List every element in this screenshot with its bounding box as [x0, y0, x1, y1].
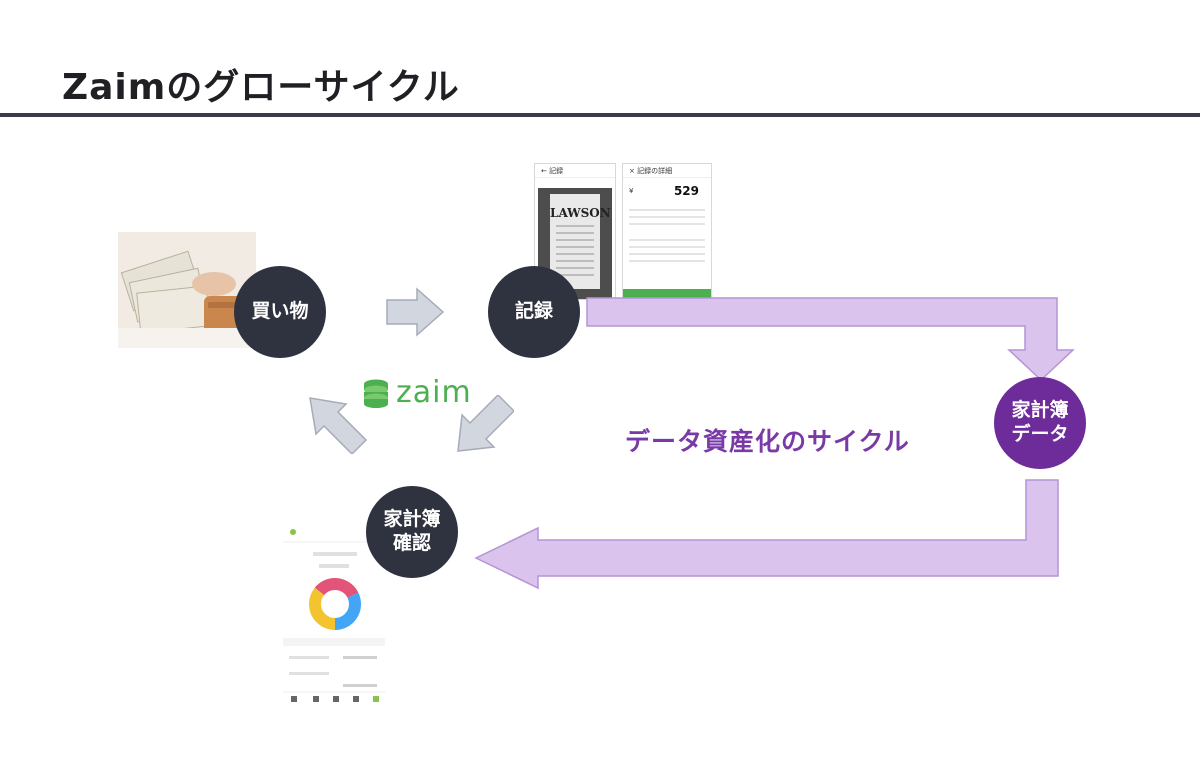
- detail-screen-header: × 記録の詳細: [623, 164, 711, 178]
- node-record-label: 記録: [514, 300, 553, 323]
- node-household-data: 家計簿 データ: [994, 377, 1086, 469]
- wallet-illustration: [118, 232, 256, 348]
- wallet-photo: [118, 232, 256, 348]
- receipt-screen-title: 記録: [549, 167, 564, 175]
- title-divider: [0, 113, 1200, 117]
- logo-wordmark: zaim: [396, 375, 472, 410]
- zaim-logo: zaim: [362, 376, 472, 410]
- node-confirm: 家計簿 確認: [366, 486, 458, 578]
- record-detail-screen: × 記録の詳細 ¥ 529: [622, 163, 712, 300]
- node-confirm-label: 家計簿 確認: [383, 508, 441, 554]
- receipt-scan-screen: ← 記録 LAWSON: [534, 163, 616, 300]
- arrow-record-to-confirm: [457, 395, 514, 452]
- receipt-screen-header: ← 記録: [535, 164, 615, 178]
- data-flow-arrow-back: [474, 479, 1059, 590]
- arrow-shopping-to-record: [386, 287, 445, 337]
- arrow-confirm-to-shopping: [309, 397, 368, 454]
- detail-amount: 529: [673, 184, 699, 198]
- node-shopping: 買い物: [234, 266, 326, 358]
- node-household-data-label: 家計簿 データ: [1011, 399, 1069, 445]
- receipt-brand: LAWSON: [550, 206, 611, 220]
- back-icon: ←: [541, 167, 547, 175]
- node-shopping-label: 買い物: [251, 300, 309, 323]
- cycle-label: データ資産化のサイクル: [625, 427, 910, 456]
- camera-view: LAWSON: [538, 188, 612, 299]
- slide-title: Zaimのグローサイクル: [62, 67, 460, 108]
- household-book-screen: [283, 516, 385, 706]
- node-record: 記録: [488, 266, 580, 358]
- save-button: [623, 289, 711, 299]
- receipt-image: LAWSON: [550, 194, 611, 289]
- coin-stack-icon: [364, 379, 388, 408]
- currency-symbol: ¥: [629, 187, 634, 195]
- detail-screen-title: 記録の詳細: [637, 167, 673, 175]
- data-flow-arrow-right: [586, 297, 1075, 382]
- close-icon: ×: [629, 167, 635, 175]
